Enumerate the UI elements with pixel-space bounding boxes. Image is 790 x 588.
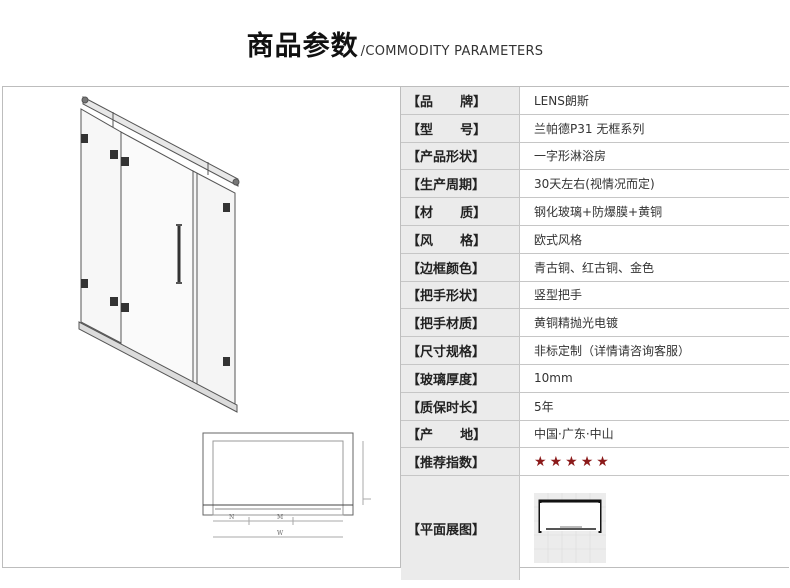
- star-icon: ★: [534, 453, 547, 470]
- param-label: 【把手材质】: [401, 309, 520, 337]
- param-label: 【把手形状】: [401, 281, 520, 309]
- param-label: 【边框颜色】: [401, 253, 520, 281]
- param-row: 【产 地】中国·广东·中山: [401, 420, 789, 449]
- param-value: 30天左右(视情况而定): [534, 177, 655, 192]
- param-label: 【材 质】: [401, 198, 520, 225]
- param-row: 【边框颜色】青古铜、红古铜、金色: [401, 253, 789, 282]
- star-icon: ★: [549, 453, 563, 470]
- param-value: 5年: [534, 399, 554, 414]
- param-value: 欧式风格: [534, 232, 583, 247]
- param-value: 竖型把手: [534, 288, 583, 303]
- param-row: 【品 牌】 LENS朗斯: [401, 87, 789, 115]
- param-row: 【玻璃厚度】 10mm: [401, 364, 789, 393]
- param-value: 一字形淋浴房: [534, 149, 607, 164]
- param-value: 钢化玻璃+防爆膜+黄铜: [534, 205, 663, 220]
- param-value: 中国·广东·中山: [534, 427, 614, 442]
- param-row: 【质保时长】 5年: [401, 392, 789, 421]
- param-value: 黄铜精抛光电镀: [534, 316, 619, 331]
- plan-thumbnail: [534, 493, 606, 564]
- param-label: 【品 牌】: [401, 87, 520, 114]
- parameters-frame: N M W 【品 牌】 LENS朗斯 【型 号】兰帕德P31 无框系列 【产品形状…: [2, 86, 789, 581]
- param-row: 【产品形状】一字形淋浴房: [401, 142, 789, 171]
- shower-enclosure-drawing: [78, 96, 240, 413]
- param-value: 兰帕德P31 无框系列: [534, 121, 645, 136]
- param-row: 【生产周期】 30天左右(视情况而定): [401, 170, 789, 199]
- param-label: 【推荐指数】: [401, 448, 520, 476]
- title-chinese: 商品参数: [246, 31, 359, 62]
- param-row: 【材 质】钢化玻璃+防爆膜+黄铜: [401, 198, 789, 226]
- param-label: 【尺寸规格】: [401, 337, 520, 364]
- param-label: 【风 格】: [401, 225, 520, 253]
- param-label: 【产品形状】: [401, 142, 520, 170]
- rating-stars: ★★★★★: [520, 448, 789, 475]
- params-table: 【品 牌】 LENS朗斯 【型 号】兰帕德P31 无框系列 【产品形状】一字形淋浴…: [401, 87, 789, 581]
- title-english: /COMMODITY PARAMETERS: [360, 44, 544, 59]
- param-value: 青古铜、红古铜、金色: [534, 260, 655, 275]
- param-row: 【把手形状】竖型把手: [401, 281, 789, 310]
- star-icon: ★: [580, 453, 594, 470]
- rating-row: 【推荐指数】★★★★★: [401, 448, 789, 477]
- param-row: 【把手材质】黄铜精抛光电镀: [401, 309, 789, 338]
- param-value: LENS朗斯: [534, 93, 589, 108]
- param-row: 【尺寸规格】非标定制（详情请咨询客服）: [401, 337, 789, 365]
- dim-label-m: M: [277, 514, 283, 521]
- param-label: 【产 地】: [401, 420, 520, 448]
- dim-label-n: N: [229, 514, 234, 521]
- param-row: 【风 格】欧式风格: [401, 225, 789, 254]
- plan-row: 【平面展图】: [401, 476, 789, 581]
- star-icon: ★: [596, 453, 609, 470]
- floor-plan-drawing: N M W: [202, 432, 371, 538]
- param-label: 【玻璃厚度】: [401, 364, 520, 392]
- param-label: 【质保时长】: [401, 392, 520, 420]
- star-icon: ★: [565, 453, 578, 470]
- plan-label: 【平面展图】: [401, 476, 520, 581]
- page-title: 商品参数/COMMODITY PARAMETERS: [0, 24, 790, 63]
- dim-label-w: W: [277, 530, 284, 537]
- drawing-panel: N M W: [3, 87, 401, 567]
- plan-thumbnail-cell: [520, 476, 789, 580]
- param-value: 10mm: [534, 371, 573, 386]
- param-label: 【型 号】: [401, 114, 520, 142]
- param-label: 【生产周期】: [401, 170, 520, 198]
- param-value: 非标定制（详情请咨询客服）: [534, 344, 691, 359]
- param-row: 【型 号】兰帕德P31 无框系列: [401, 114, 789, 143]
